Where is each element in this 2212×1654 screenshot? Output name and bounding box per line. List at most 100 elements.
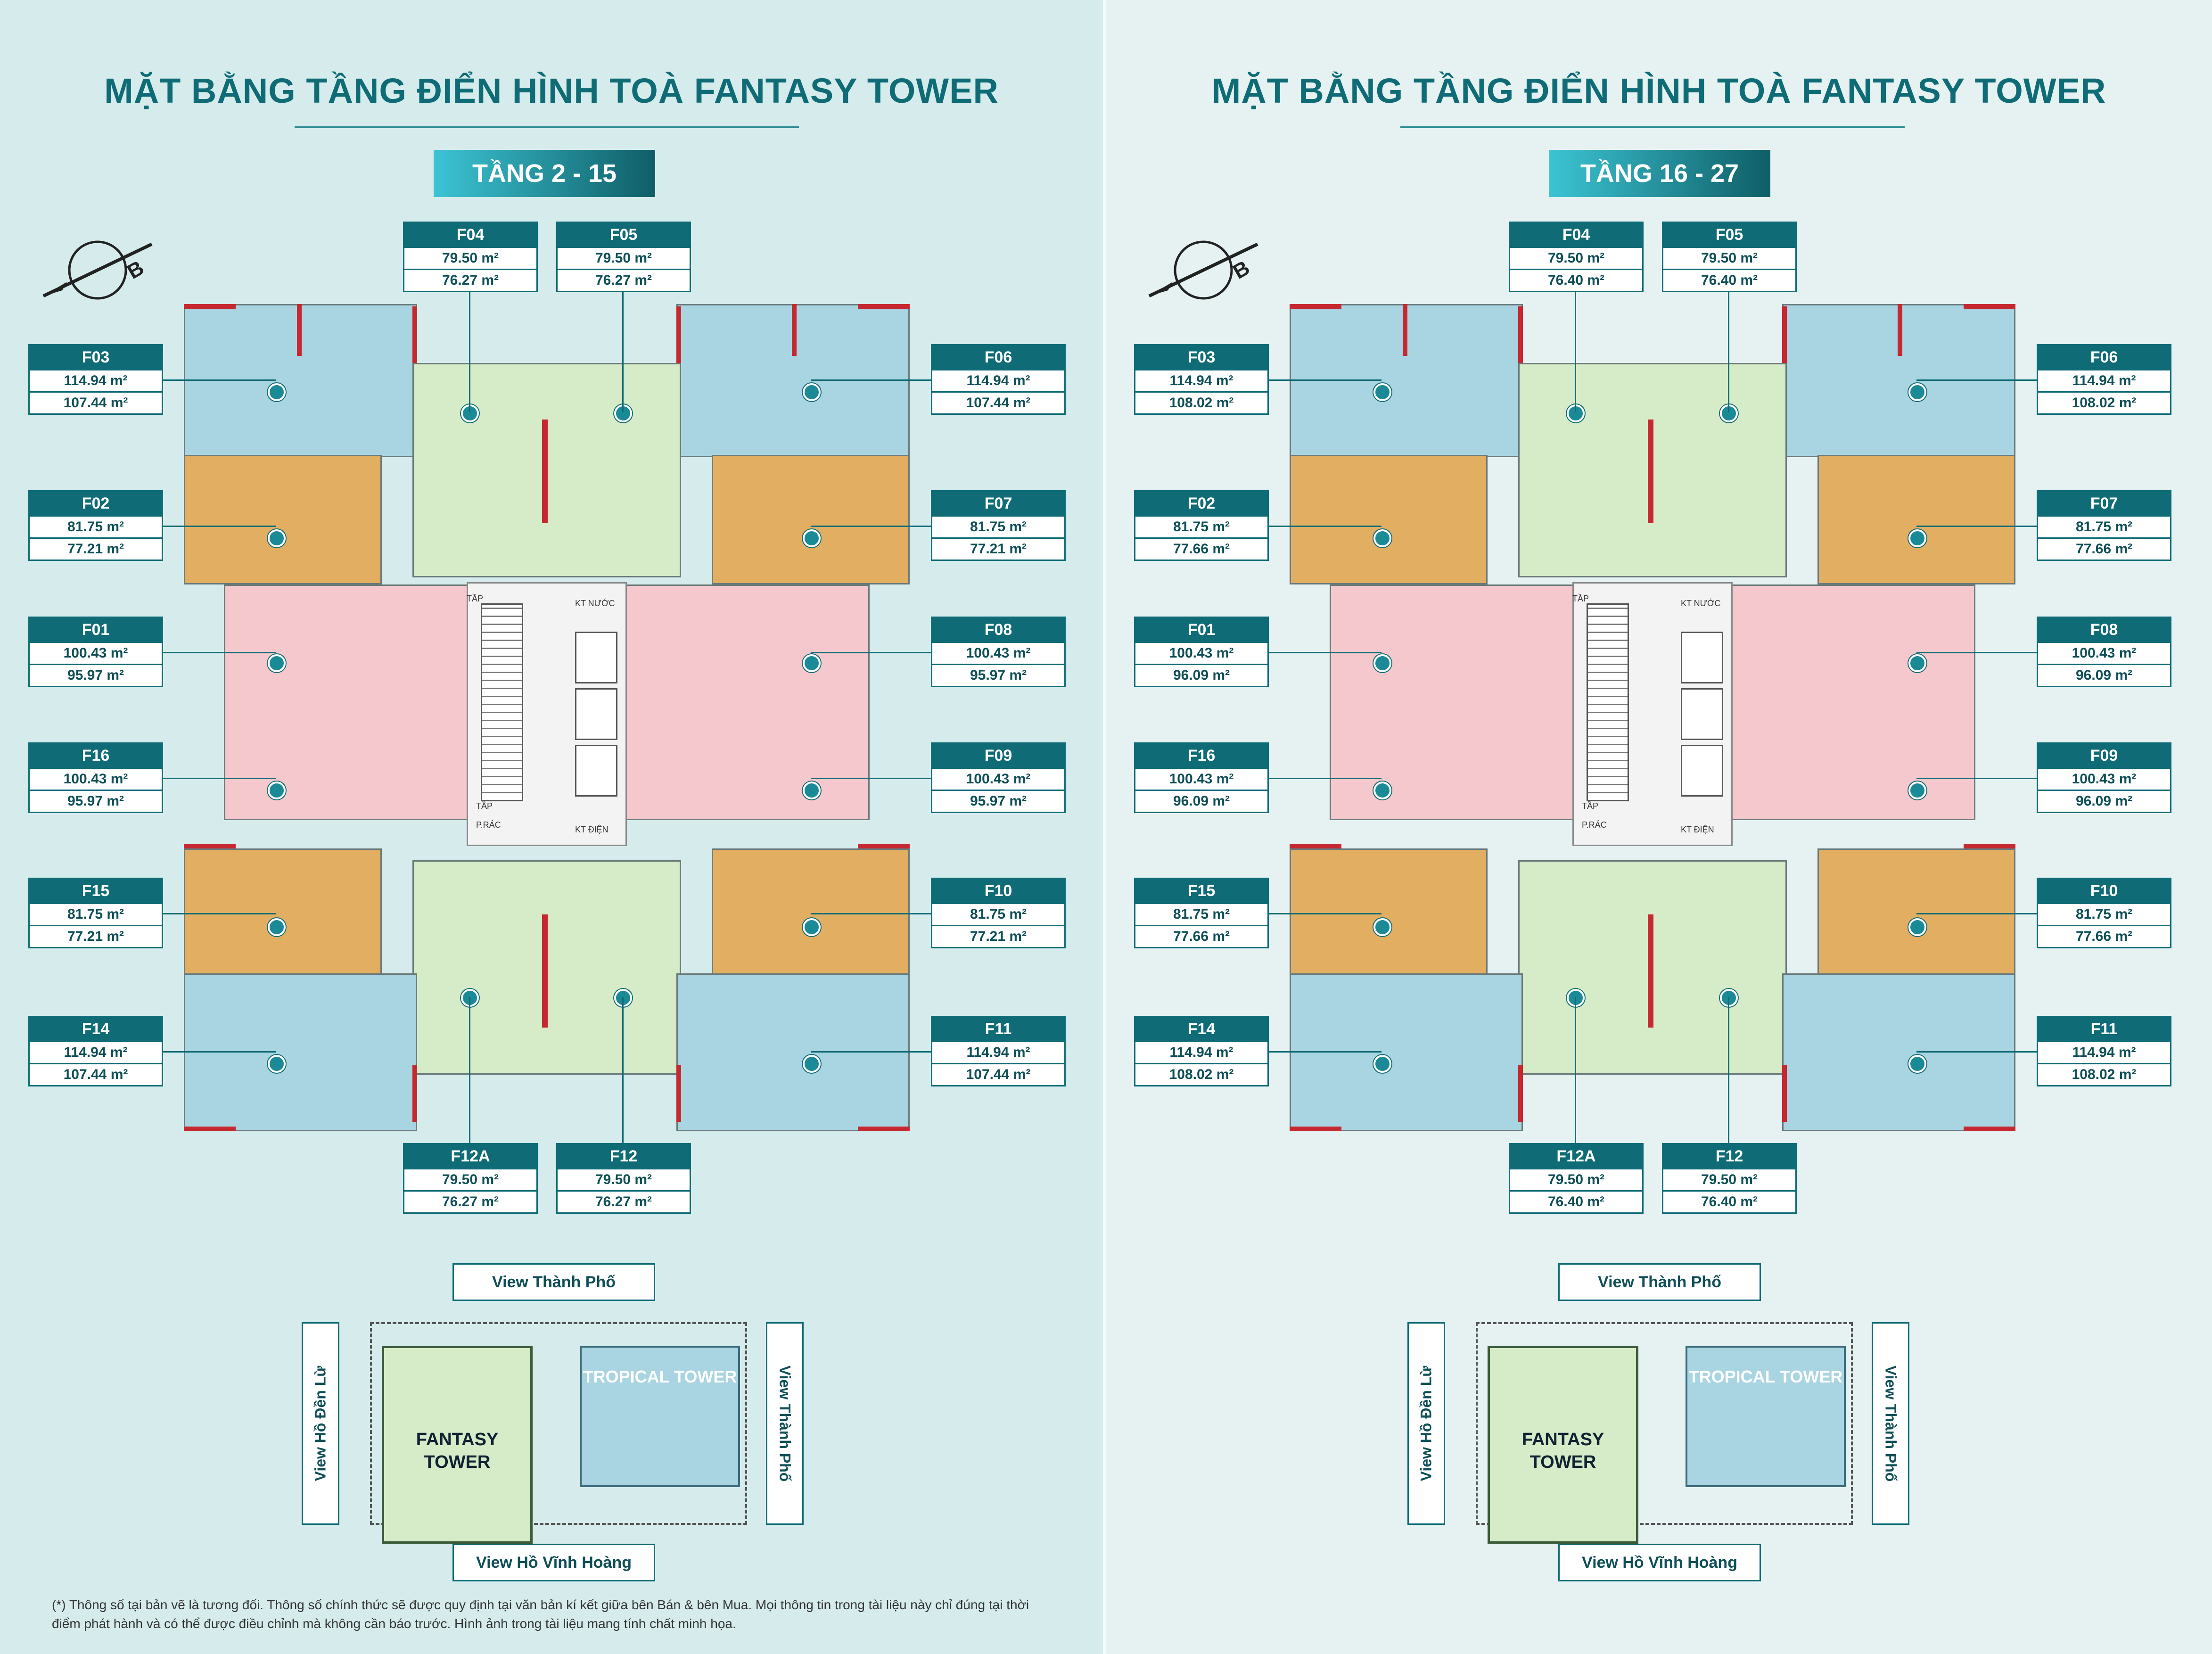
leader-line <box>1269 1051 1381 1053</box>
unit-marker-dot <box>268 782 286 799</box>
wall-segment <box>1648 914 1653 1028</box>
wall-segment <box>412 1065 417 1122</box>
wall-segment <box>184 1127 236 1131</box>
unit-marker-dot <box>1908 383 1926 401</box>
leader-line <box>811 778 931 779</box>
page-title: MẶT BẰNG TẦNG ĐIỂN HÌNH TOÀ FANTASY TOWE… <box>1211 71 2106 110</box>
unit-code: F07 <box>932 492 1064 515</box>
leader-line <box>163 652 276 653</box>
page-title: MẶT BẰNG TẦNG ĐIỂN HÌNH TOÀ FANTASY TOWE… <box>104 71 999 110</box>
unit-gross-area: 79.50 m² <box>1663 247 1795 269</box>
unit-code: F16 <box>1135 744 1267 767</box>
unit-code: F05 <box>1663 223 1795 247</box>
leader-line <box>622 997 624 1143</box>
unit-block-f11 <box>676 973 910 1131</box>
elevator-shaft <box>575 688 617 740</box>
wall-segment <box>676 306 681 363</box>
wall-segment <box>1898 304 1902 356</box>
wall-segment <box>1964 1127 2015 1131</box>
unit-code: F06 <box>932 346 1064 369</box>
unit-code: F03 <box>30 346 162 369</box>
unit-code: F12A <box>404 1144 536 1168</box>
plan-label-tap2: TẦP <box>1582 801 1599 811</box>
wall-segment <box>1648 420 1653 523</box>
unit-code: F05 <box>558 223 690 247</box>
unit-gross-area: 100.43 m² <box>1135 767 1267 790</box>
leader-line <box>1575 292 1576 412</box>
unit-gross-area: 81.75 m² <box>30 903 162 925</box>
unit-gross-area: 79.50 m² <box>1663 1168 1795 1190</box>
view-label-right: View Thành Phố <box>1872 1322 1909 1525</box>
unit-net-area: 96.09 m² <box>1135 790 1267 812</box>
wall-segment <box>1290 844 1341 848</box>
wall-segment <box>676 1065 681 1122</box>
unit-block-f08-f09 <box>1711 584 1975 820</box>
fantasy-tower-footprint: FANTASY TOWER <box>382 1346 533 1544</box>
unit-gross-area: 114.94 m² <box>2038 1041 2170 1063</box>
disclaimer-note: (*) Thông số tại bản vẽ là tương đối. Th… <box>52 1597 1029 1631</box>
view-label-left: View Hồ Đền Lừ <box>1407 1322 1445 1525</box>
unit-marker-dot <box>803 529 821 547</box>
leader-line <box>811 913 931 914</box>
unit-gross-area: 81.75 m² <box>30 515 162 537</box>
north-arrow-icon: B <box>34 230 161 310</box>
elevator-shaft <box>575 632 617 683</box>
unit-net-area: 77.66 m² <box>1135 925 1267 947</box>
unit-code: F03 <box>1135 346 1267 369</box>
elevator-shaft <box>1681 632 1723 683</box>
unit-marker-dot <box>1908 1055 1926 1073</box>
unit-marker-dot <box>1908 782 1926 799</box>
unit-gross-area: 100.43 m² <box>932 642 1064 664</box>
unit-net-area: 96.09 m² <box>1135 664 1267 686</box>
view-label-top: View Thành Phố <box>452 1263 655 1301</box>
unit-gross-area: 100.43 m² <box>2038 767 2170 790</box>
wall-segment <box>1518 306 1523 363</box>
leader-line <box>1916 526 2037 527</box>
leader-line <box>1916 913 2037 914</box>
unit-net-area: 77.21 m² <box>30 925 162 947</box>
unit-net-area: 96.09 m² <box>2038 664 2170 686</box>
wall-segment <box>1782 1065 1787 1122</box>
view-text: View Thành Phố <box>1882 1365 1900 1482</box>
site-boundary <box>370 1322 747 1525</box>
unit-gross-area: 81.75 m² <box>1135 515 1267 537</box>
unit-gross-area: 79.50 m² <box>558 247 690 269</box>
unit-block-f07 <box>712 455 910 584</box>
unit-code: F10 <box>932 879 1064 903</box>
leader-line <box>1916 652 2037 653</box>
unit-gross-area: 81.75 m² <box>1135 903 1267 925</box>
leader-line <box>469 997 470 1143</box>
plan-label-ky_dien: KT ĐIỆN <box>1681 825 1714 834</box>
unit-gross-area: 114.94 m² <box>1135 369 1267 391</box>
unit-marker-dot <box>1908 654 1926 672</box>
unit-code: F09 <box>932 744 1064 767</box>
unit-net-area: 95.97 m² <box>30 790 162 812</box>
leader-line <box>469 292 470 412</box>
unit-gross-area: 114.94 m² <box>932 1041 1064 1063</box>
tropical-tower-footprint: TROPICAL TOWER <box>580 1346 740 1487</box>
wall-segment <box>792 304 797 356</box>
unit-marker-dot <box>268 383 286 401</box>
unit-net-area: 76.40 m² <box>1663 1190 1795 1212</box>
unit-code: F15 <box>30 879 162 903</box>
unit-net-area: 108.02 m² <box>2038 391 2170 413</box>
wall-segment <box>1964 304 2015 309</box>
unit-code: F08 <box>932 618 1064 642</box>
unit-code: F06 <box>2038 346 2170 369</box>
leader-line <box>163 379 276 381</box>
unit-net-area: 76.40 m² <box>1663 269 1795 291</box>
unit-marker-dot <box>1373 654 1391 672</box>
tower-name: TROPICAL TOWER <box>583 1367 737 1386</box>
